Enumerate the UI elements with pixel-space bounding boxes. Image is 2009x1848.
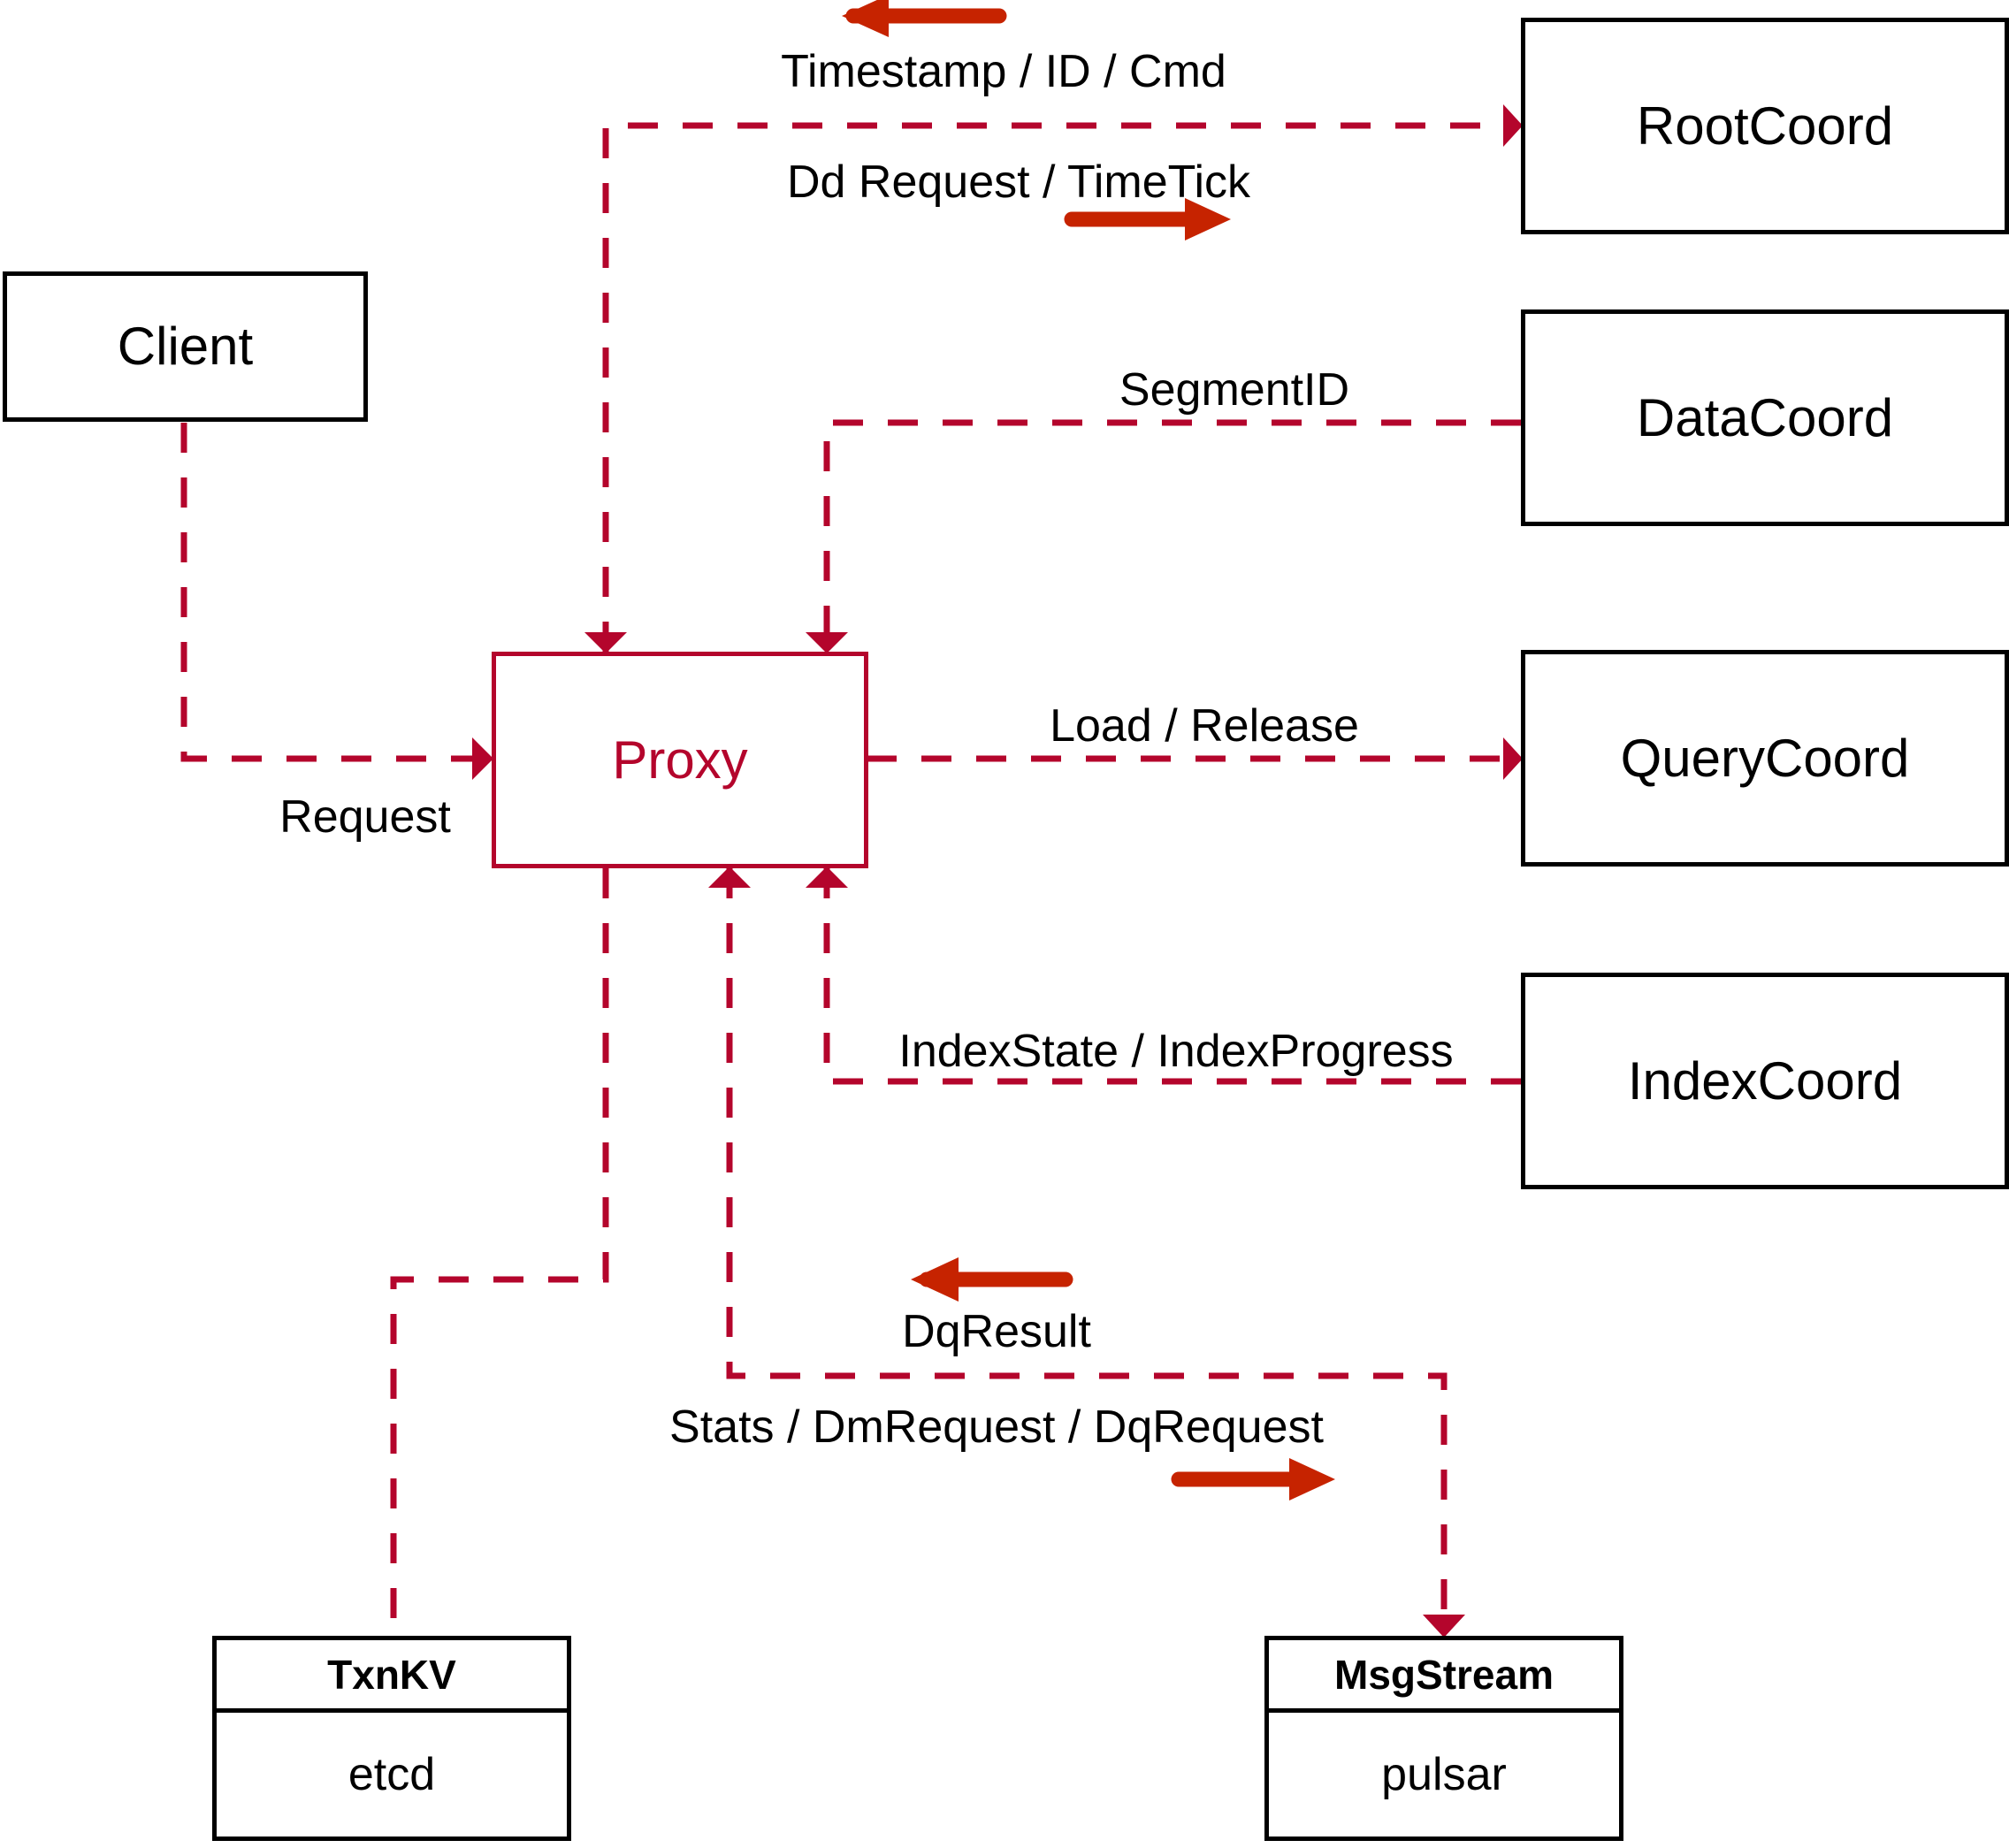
store-msgstream-header: MsgStream bbox=[1269, 1640, 1619, 1713]
edge-label-indexstate-indexprogress: IndexState / IndexProgress bbox=[898, 1026, 1454, 1077]
edge-indexcoord-proxy bbox=[806, 867, 1521, 1085]
edge-proxy-rootcoord bbox=[584, 104, 1523, 653]
direction-arrow-dqresult-left bbox=[911, 1257, 1073, 1302]
store-txnkv-body-label: etcd bbox=[348, 1749, 436, 1800]
edge-label-dd-request-timetick: Dd Request / TimeTick bbox=[786, 157, 1251, 208]
edge-proxy-querycoord bbox=[867, 737, 1523, 780]
node-datacoord[interactable]: DataCoord bbox=[1521, 309, 2009, 526]
store-txnkv-header-label: TxnKV bbox=[327, 1651, 456, 1698]
store-msgstream-header-label: MsgStream bbox=[1334, 1651, 1554, 1698]
direction-arrow-stats-right bbox=[1171, 1458, 1335, 1501]
edge-label-load-release: Load / Release bbox=[1050, 700, 1359, 752]
direction-arrow-ddrequest-right bbox=[1064, 198, 1231, 241]
store-msgstream-body: pulsar bbox=[1269, 1713, 1619, 1837]
edge-label-timestamp-id-cmd: Timestamp / ID / Cmd bbox=[781, 46, 1226, 97]
store-txnkv-body: etcd bbox=[217, 1713, 567, 1837]
store-txnkv[interactable]: TxnKV etcd bbox=[212, 1636, 571, 1841]
edge-proxy-txnkv bbox=[390, 868, 609, 1636]
node-querycoord-label: QueryCoord bbox=[1620, 728, 1910, 788]
node-proxy[interactable]: Proxy bbox=[492, 652, 868, 868]
store-msgstream-body-label: pulsar bbox=[1381, 1749, 1507, 1800]
store-txnkv-header: TxnKV bbox=[217, 1640, 567, 1713]
edge-label-stats-dmrequest-dqrequest: Stats / DmRequest / DqRequest bbox=[669, 1401, 1324, 1453]
edge-proxy-msgstream bbox=[708, 867, 1465, 1638]
edge-client-proxy bbox=[180, 423, 493, 780]
node-client-label: Client bbox=[117, 317, 254, 376]
edge-datacoord-proxy bbox=[806, 419, 1521, 653]
store-msgstream[interactable]: MsgStream pulsar bbox=[1264, 1636, 1623, 1841]
node-indexcoord[interactable]: IndexCoord bbox=[1521, 973, 2009, 1189]
node-indexcoord-label: IndexCoord bbox=[1627, 1050, 1903, 1111]
edge-label-dqresult: DqResult bbox=[902, 1306, 1091, 1357]
edge-label-segmentid: SegmentID bbox=[1119, 364, 1350, 416]
node-rootcoord-label: RootCoord bbox=[1636, 95, 1894, 156]
direction-arrow-timestamp-left bbox=[842, 0, 1007, 37]
node-client[interactable]: Client bbox=[3, 271, 368, 422]
node-datacoord-label: DataCoord bbox=[1636, 387, 1894, 447]
node-rootcoord[interactable]: RootCoord bbox=[1521, 18, 2009, 234]
edge-label-request: Request bbox=[279, 791, 451, 843]
node-proxy-label: Proxy bbox=[612, 729, 748, 790]
node-querycoord[interactable]: QueryCoord bbox=[1521, 650, 2009, 867]
